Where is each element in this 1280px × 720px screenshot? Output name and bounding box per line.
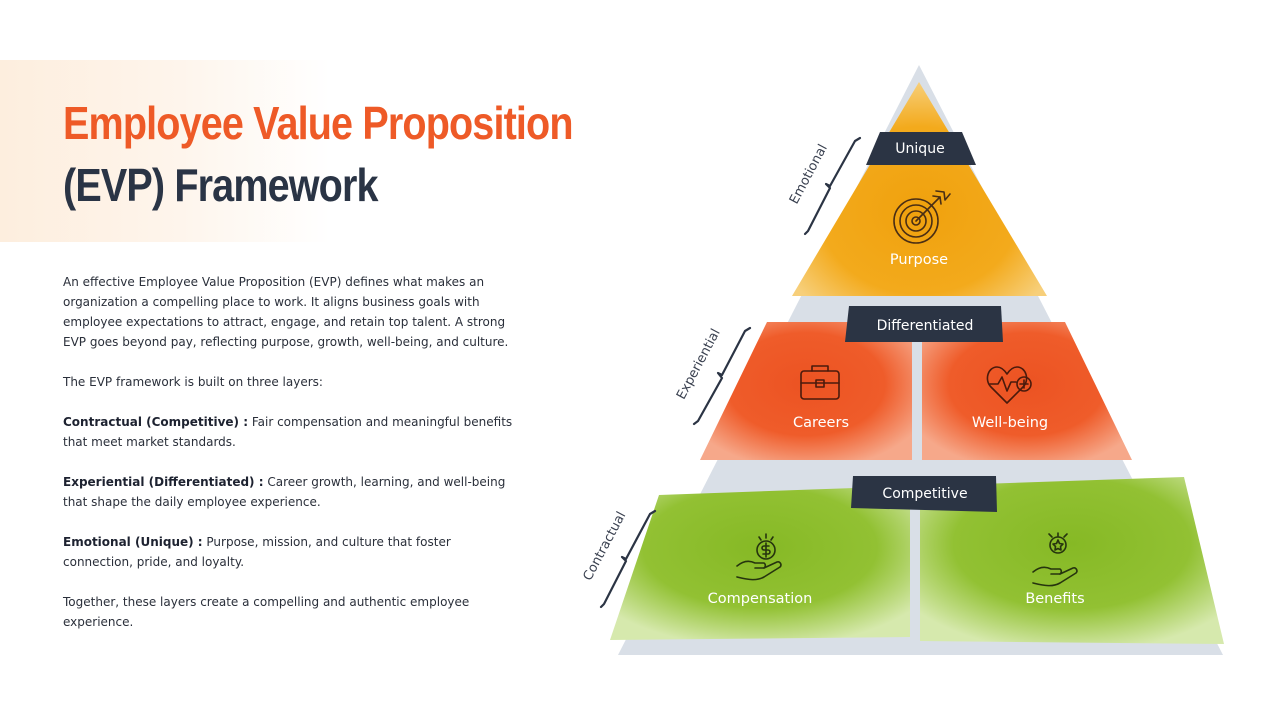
layer-contractual-paragraph: Contractual (Competitive) : Fair compens… — [63, 412, 518, 452]
tier-middle-panel-left — [700, 322, 912, 460]
tier-middle-bar-label: Differentiated — [877, 318, 974, 334]
page-title-line2: (EVP) Framework — [63, 159, 379, 211]
bracket-emotional — [803, 136, 862, 236]
layer-contractual-text: Fair compensation and meaningful benefit… — [63, 415, 513, 449]
side-label-experiential: Experiential — [674, 327, 724, 403]
title-accent-band — [0, 60, 330, 242]
tier-top-bar — [866, 132, 976, 165]
tier-middle-bar — [845, 306, 1003, 342]
heart-pulse-icon — [986, 366, 1032, 404]
tier-bottom-bar-label: Competitive — [882, 486, 967, 502]
panel-wellbeing-label: Well-being — [972, 415, 1048, 431]
layer-experiential-text: Career growth, learning, and well-being … — [63, 475, 506, 509]
closing-paragraph: Together, these layers create a compelli… — [63, 595, 470, 629]
tier-top-panel — [792, 82, 1047, 296]
description: An effective Employee Value Proposition … — [63, 272, 518, 652]
tier-bottom-bar — [851, 476, 997, 512]
money-hand-icon — [736, 533, 782, 581]
briefcase-icon — [800, 365, 840, 400]
page-title: Employee Value Proposition (EVP) Framewo… — [63, 92, 574, 216]
side-label-contractual: Contractual — [581, 509, 630, 583]
page-title-line1: Employee Value Proposition — [63, 97, 574, 149]
bracket-experiential — [692, 326, 752, 426]
layer-experiential-label: Experiential (Differentiated) : — [63, 475, 264, 489]
bracket-contractual — [599, 509, 657, 609]
panel-benefits-label: Benefits — [1025, 591, 1084, 607]
tier-bottom-panel-right — [920, 477, 1224, 644]
award-hand-icon — [1032, 532, 1078, 587]
target-icon — [893, 190, 951, 244]
layer-emotional-label: Emotional (Unique) : — [63, 535, 203, 549]
layer-emotional-paragraph: Emotional (Unique) : Purpose, mission, a… — [63, 532, 518, 572]
layer-experiential-paragraph: Experiential (Differentiated) : Career g… — [63, 472, 518, 512]
layer-contractual-label: Contractual (Competitive) : — [63, 415, 249, 429]
layers-intro-paragraph: The EVP framework is built on three laye… — [63, 375, 323, 389]
tier-top-bar-label: Unique — [895, 141, 944, 157]
panel-compensation-label: Compensation — [708, 591, 813, 607]
panel-purpose-label: Purpose — [890, 252, 948, 268]
panel-careers-label: Careers — [793, 415, 849, 431]
layer-emotional-text: Purpose, mission, and culture that foste… — [63, 535, 451, 569]
intro-paragraph: An effective Employee Value Proposition … — [63, 275, 509, 349]
